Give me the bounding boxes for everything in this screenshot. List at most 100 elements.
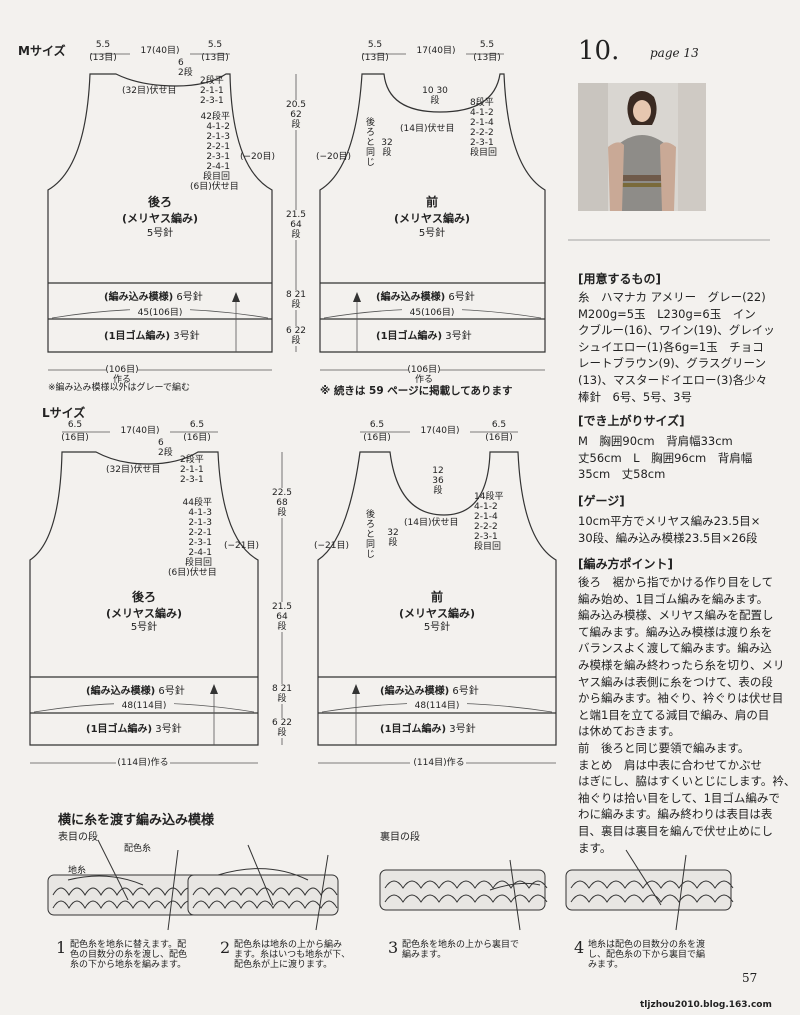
l-front-neck-depth-unit: 段 [433,486,443,496]
m-front-neck-depth-rows: 30 [436,86,448,96]
m-back-neck-dec: 2段平 2-1-1 2-3-1 [200,76,224,106]
note-gray: ※編み込み模様以外はグレーで編む [48,383,191,393]
m-front-neck-dec: 8段平 4-1-2 2-1-4 2-2-2 2-3-1 段目回 [470,98,498,158]
m-back-needle: 5号針 [146,228,174,239]
l-front-stitch: (メリヤス編み) [398,607,476,620]
m-front-neck-depth: 10 30 段 [420,86,450,106]
watermark: tljzhou2010.blog.163.com [640,1000,772,1010]
m-front-neck-bind: (14目)伏せ目 [400,124,455,134]
l-back-neck-rows: 2段 [158,448,173,458]
l-back-shoulder-st: (16目) [61,433,89,443]
step-1-text: 配色糸を地糸に替えます。配 色の目数分の糸を渡し、配色 糸の下から地糸を編みます… [70,940,188,970]
l-back-shoulder-st-r: (16目) [183,433,211,443]
l-back-rib-needle: 3号針 [155,724,182,735]
technique-title: 横に糸を渡す編み込み模様 [58,813,215,828]
step-3-text: 配色糸を地糸の上から裏目で 編みます。 [402,940,520,960]
page-ref: page 13 [650,46,699,60]
m-body-unit: 段 [291,230,301,240]
m-back-shoulder-cm-r: 5.5 [207,40,223,50]
technique-illustrations [47,839,734,931]
l-back-arm-dec: 44段平 4-1-3 2-1-3 2-2-1 2-3-1 2-4-1 段目回 (… [168,498,217,578]
finished-size-heading: [でき上がりサイズ] [578,414,685,428]
m-back-width-in: 45(106目) [130,308,190,318]
l-pattern-unit: 段 [277,694,287,704]
points-heading: [編み方ポイント] [578,557,673,571]
m-back-shoulder-st-r: (13目) [201,53,229,63]
m-front-colorwork: (編み込み模様) 6号針 [376,292,475,303]
m-back-arm-minus: (−20目) [240,152,276,162]
l-body-cm: 21.5 [271,602,293,612]
l-front-arm-unit: 段 [388,538,398,548]
m-rib-rows: 22 [294,326,307,336]
pattern-number: 10. [578,36,620,66]
m-back-title: 後ろ [147,195,172,209]
gauge-text: 10cm平方でメリヤス編み23.5目× 30段、編み込み模様23.5目×26段 [578,514,761,545]
m-pattern-dim: 8 21 段 [282,290,310,310]
l-back-neck-dec: 2段平 2-1-1 2-3-1 [180,455,204,485]
size-m-label: Mサイズ [18,44,66,58]
main-yarn-label: 地糸 [68,866,87,876]
l-front-outline [317,451,557,746]
finished-size-text: M 胸囲90cm 背肩幅33cm 丈56cm L 胸囲96cm 背肩幅 35cm… [578,434,753,482]
l-rib-unit: 段 [277,728,287,738]
m-front-outline [319,73,546,353]
l-front-neck-width: 17(40目) [410,426,470,436]
m-front-width-in: 45(106目) [402,308,462,318]
l-front-neck-bind: (14目)伏せ目 [404,518,459,528]
m-armhole-rows: 62 [290,110,302,120]
l-pattern-dim: 8 21 段 [268,684,296,704]
l-body-rows: 64 [276,612,288,622]
l-pattern-rows: 21 [280,684,293,694]
m-front-stitch: (メリヤス編み) [393,212,471,225]
l-front-shoulder-st-r: (16目) [485,433,513,443]
l-front-rib-label: (1目ゴム編み) [380,724,447,735]
l-back-shoulder-cm-r: 6.5 [189,420,205,430]
materials-heading: [用意するもの] [578,272,661,286]
l-back-shoulder-cm: 6.5 [67,420,83,430]
model-photo [578,83,706,211]
m-front-colorwork-needle: 6号針 [448,292,475,303]
m-front-same: 後ろと同じ [366,118,376,168]
l-front-shoulder-cm: 6.5 [369,420,385,430]
l-front-shoulder-cm-r: 6.5 [491,420,507,430]
m-front-needle: 5号針 [418,228,446,239]
step-3-num: 3 [388,938,399,957]
m-front-arm-rows: 32 段 [380,138,394,158]
m-front-arm-unit: 段 [382,148,392,158]
m-back-colorwork-label: (編み込み模様) [104,292,174,303]
gauge-heading: [ゲージ] [578,494,625,508]
m-armhole-unit: 段 [291,120,301,130]
l-front-cast-on: (114目)作る [413,758,465,768]
l-front-arm-minus: (−21目) [314,541,350,551]
m-rib-cm: 6 [285,326,292,336]
step-2-text: 配色糸は地糸の上から編み ます。糸はいつも地糸が下、 配色糸が上に渡ります。 [234,940,351,970]
l-armhole-cm: 22.5 [271,488,293,498]
l-rib-cm: 6 [271,718,278,728]
m-front-shoulder-cm-r: 5.5 [479,40,495,50]
l-front-needle: 5号針 [423,622,451,633]
l-back-rib: (1目ゴム編み) 3号針 [86,724,182,735]
m-back-neck-bind: (32目)伏せ目 [122,86,177,96]
step-4-text: 地糸は配色の目数分の糸を渡 し、配色糸の下から裏目で編 みます。 [588,940,706,970]
m-body-rows: 64 [290,220,302,230]
l-back-arm-minus: (−21目) [224,541,260,551]
front-row-label: 表目の段 [58,832,98,843]
m-back-colorwork-needle: 6号針 [176,292,203,303]
m-front-arm-rows-num: 32 [381,138,393,148]
l-front-width-in: 48(114目) [407,701,467,711]
l-back-neck-b: 6 [158,438,164,448]
m-back-neck-width: 17(40目) [130,46,190,56]
l-front-neck-dec: 14段平 4-1-2 2-1-4 2-2-2 2-3-1 段目回 [474,492,504,552]
m-back-neck-rows: 2段 [178,68,193,78]
l-front-colorwork: (編み込み模様) 6号針 [380,686,479,697]
step-1-num: 1 [56,938,67,957]
l-front-rib: (1目ゴム編み) 3号針 [380,724,476,735]
l-front-rib-needle: 3号針 [449,724,476,735]
m-pattern-unit: 段 [291,300,301,310]
l-rib-rows: 22 [280,718,293,728]
l-armhole-unit: 段 [277,508,287,518]
m-front-rib-needle: 3号針 [445,331,472,342]
